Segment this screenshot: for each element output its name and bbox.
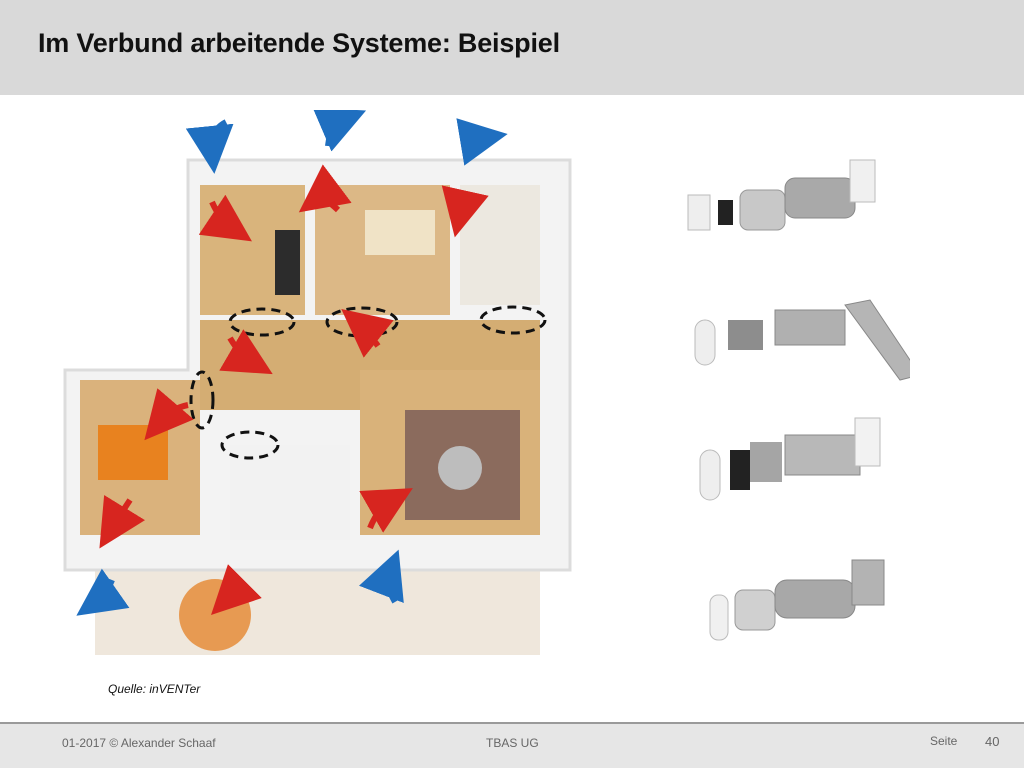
airflow-arrow bbox=[219, 329, 273, 375]
outside-air-arrow bbox=[185, 119, 234, 174]
airflow-arrow bbox=[298, 164, 352, 213]
footer-page-label: Seite bbox=[930, 734, 958, 748]
outside-air-arrow bbox=[312, 110, 367, 152]
source-caption: Quelle: inVENTer bbox=[108, 682, 201, 696]
outside-air-arrow bbox=[76, 568, 130, 616]
airflow-arrow bbox=[99, 494, 146, 549]
airflow-arrow bbox=[198, 194, 252, 242]
floorplan-illustration bbox=[63, 110, 572, 655]
footer: 01-2017 © Alexander Schaaf TBAS UG Seite… bbox=[0, 724, 1024, 768]
room-bathroom bbox=[230, 445, 350, 540]
footer-page-number: 40 bbox=[985, 734, 1000, 749]
device-1 bbox=[687, 159, 876, 231]
terrace bbox=[95, 555, 540, 655]
room-kitchen bbox=[460, 185, 540, 305]
desk bbox=[275, 230, 300, 295]
airflow-arrow bbox=[341, 308, 394, 358]
footer-divider bbox=[0, 722, 1024, 724]
table bbox=[438, 446, 482, 490]
slide-title: Im Verbund arbeitende Systeme: Beispiel bbox=[38, 28, 560, 58]
bed-2 bbox=[365, 210, 435, 255]
transfer-zone-5 bbox=[220, 430, 280, 460]
umbrella bbox=[179, 579, 251, 651]
bed-1 bbox=[98, 425, 168, 480]
transfer-zone-3 bbox=[479, 305, 547, 335]
outside-air-arrow bbox=[456, 118, 508, 166]
airflow-arrow bbox=[211, 564, 262, 615]
device-3 bbox=[699, 417, 881, 501]
airflow-arrow bbox=[144, 388, 194, 441]
device-4 bbox=[709, 559, 885, 641]
title-bar: Im Verbund arbeitende Systeme: Beispiel bbox=[0, 0, 1024, 95]
airflow-arrow bbox=[441, 185, 489, 238]
footer-company: TBAS UG bbox=[486, 736, 539, 750]
outside-air-arrow bbox=[358, 549, 404, 604]
transfer-zone-2 bbox=[325, 306, 399, 338]
device-2 bbox=[694, 299, 910, 381]
airflow-arrow bbox=[359, 488, 413, 533]
ventilation-devices bbox=[687, 159, 910, 641]
footer-author: 01-2017 © Alexander Schaaf bbox=[62, 736, 216, 750]
